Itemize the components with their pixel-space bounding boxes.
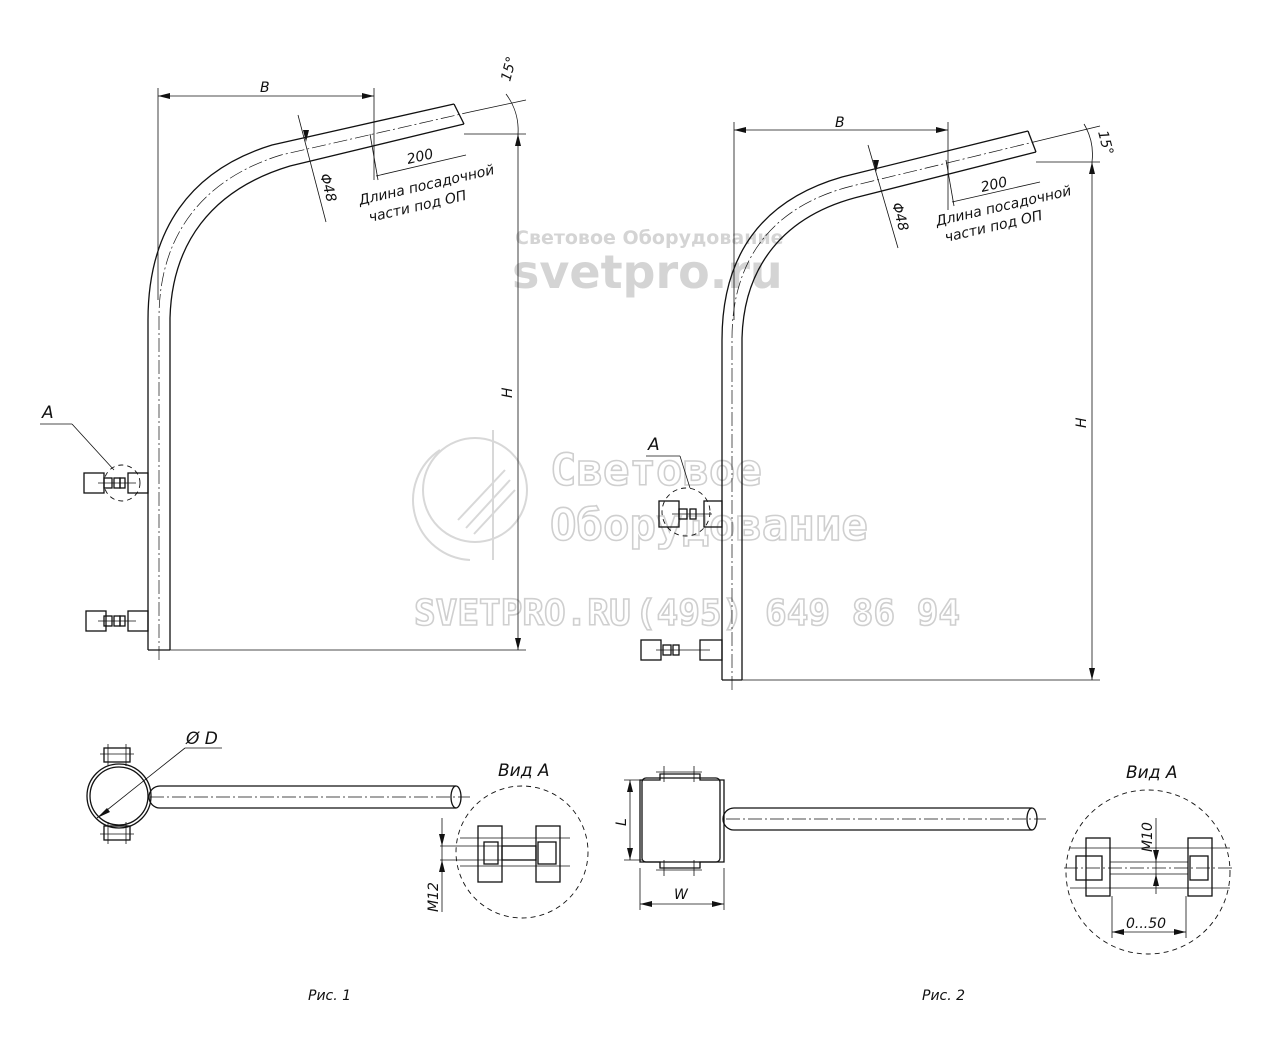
fig2-dia-48: Φ48 <box>888 201 911 233</box>
watermark-phone: (495) 649 86 94 <box>635 593 960 634</box>
watermark-center-line2: Оборудование <box>550 500 868 551</box>
fig2-dim-l: L <box>614 818 630 826</box>
figure-1-view-a: Вид A M12 <box>426 761 589 919</box>
fig1-callout-a: A <box>41 403 54 423</box>
watermark-top-line1: Световое Оборудование <box>515 227 784 249</box>
fig2-dim-b: B <box>835 115 845 131</box>
fig2-clamp-lower <box>640 639 723 661</box>
fig1-view-a-title: Вид A <box>498 761 550 781</box>
fig2-dim-w: W <box>674 887 689 903</box>
fig1-clamp-upper <box>83 464 149 502</box>
fig2-thread-m10: M10 <box>1140 822 1156 852</box>
fig1-dia-48: Φ48 <box>316 172 339 204</box>
fig1-angle: 15° <box>498 55 520 83</box>
fig2-len-200: 200 <box>979 174 1009 196</box>
caption-fig-1: Рис. 1 <box>308 988 351 1004</box>
fig1-thread-m12: M12 <box>426 882 442 912</box>
watermark-logo-icon <box>412 430 528 561</box>
fig1-len-200: 200 <box>405 146 435 168</box>
figure-2-top-view: L W <box>614 766 1046 910</box>
fig2-range: 0...50 <box>1126 916 1166 932</box>
fig1-dim-b: B <box>260 80 270 96</box>
watermark-site: SVETPRO.RU <box>414 593 631 634</box>
fig2-dim-h: H <box>1074 417 1090 428</box>
fig2-callout-a: A <box>647 435 660 455</box>
watermark-top-line2: svetpro.ru <box>512 245 783 299</box>
fig2-angle: 15° <box>1094 129 1116 157</box>
figure-1-bracket: A B H 15° 200 Φ48 Длина посадочной части… <box>40 55 527 660</box>
fig2-clamp-upper <box>658 487 723 537</box>
fig2-view-a-title: Вид A <box>1126 763 1178 783</box>
fig1-clamp-lower <box>85 610 149 632</box>
fig1-dim-h: H <box>500 387 516 398</box>
watermark: Световое Оборудование svetpro.ru Светово… <box>412 227 961 635</box>
watermark-center-line1: Световое <box>550 445 762 496</box>
figure-2-view-a: Вид A M10 0...50 <box>1064 763 1232 955</box>
fig1-dia-d: Ø D <box>185 729 218 749</box>
figure-1-top-view: Ø D <box>86 729 470 844</box>
caption-fig-2: Рис. 2 <box>922 988 965 1004</box>
